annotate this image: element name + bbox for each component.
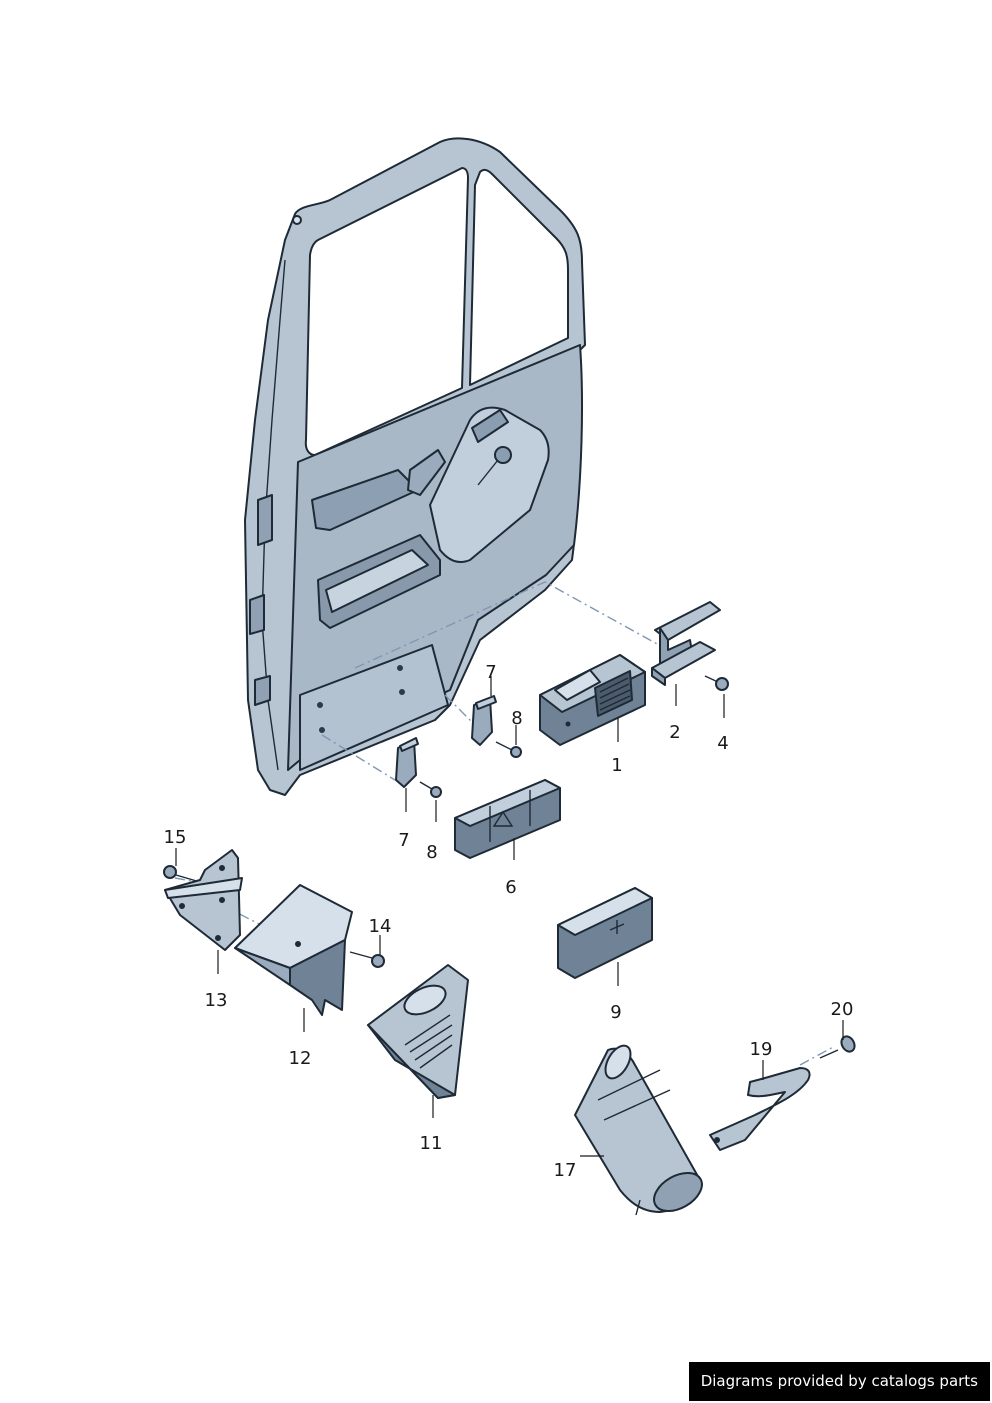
callout-7-upper: 7: [485, 662, 496, 683]
part-7-clip-lower: [395, 737, 419, 788]
part-17-socket: [574, 1044, 703, 1216]
callout-2: 2: [669, 722, 680, 743]
callout-12: 12: [289, 1048, 312, 1069]
part-4-screw: [704, 675, 729, 691]
warning-triangle-icon: [492, 810, 514, 827]
part-7-clip-upper: [471, 695, 497, 746]
callout-4: 4: [717, 733, 728, 754]
leader-lines: [175, 676, 844, 1157]
part-2-bracket: [651, 601, 721, 686]
callout-labels: 1 2 4 6 7 7 8 8 9 11 12 13 14 15 17 19 2…: [164, 662, 854, 1181]
callout-9: 9: [610, 1002, 621, 1023]
part-1-housing: [539, 654, 646, 746]
callout-13: 13: [205, 990, 228, 1011]
callout-8-upper: 8: [511, 708, 522, 729]
callout-6: 6: [505, 877, 516, 898]
callout-20: 20: [831, 999, 854, 1020]
callout-17: 17: [554, 1160, 577, 1181]
part-8-screw-lower: [419, 781, 442, 798]
callout-11: 11: [420, 1133, 443, 1154]
part-6-switch-strip: [454, 779, 561, 859]
callout-15: 15: [164, 827, 187, 848]
part-8-screw-upper: [495, 741, 522, 758]
part-20-rivet: [819, 1035, 856, 1059]
callout-14: 14: [369, 916, 392, 937]
credit-badge: Diagrams provided by catalogs parts: [688, 1362, 990, 1401]
part-13-plate: [164, 849, 243, 951]
callout-7-lower: 7: [398, 830, 409, 851]
callout-19: 19: [750, 1039, 773, 1060]
part-12-housing: [234, 884, 353, 1016]
part-14-bolt: [349, 951, 385, 968]
callout-1: 1: [611, 755, 622, 776]
part-11-housing: [367, 964, 469, 1099]
cross-icon: [609, 920, 625, 934]
callout-8-lower: 8: [426, 842, 437, 863]
door-shell: [244, 137, 586, 796]
part-19-strap: [709, 1067, 811, 1151]
part-15-bolt: [163, 865, 201, 883]
part-9-box: [557, 887, 653, 979]
